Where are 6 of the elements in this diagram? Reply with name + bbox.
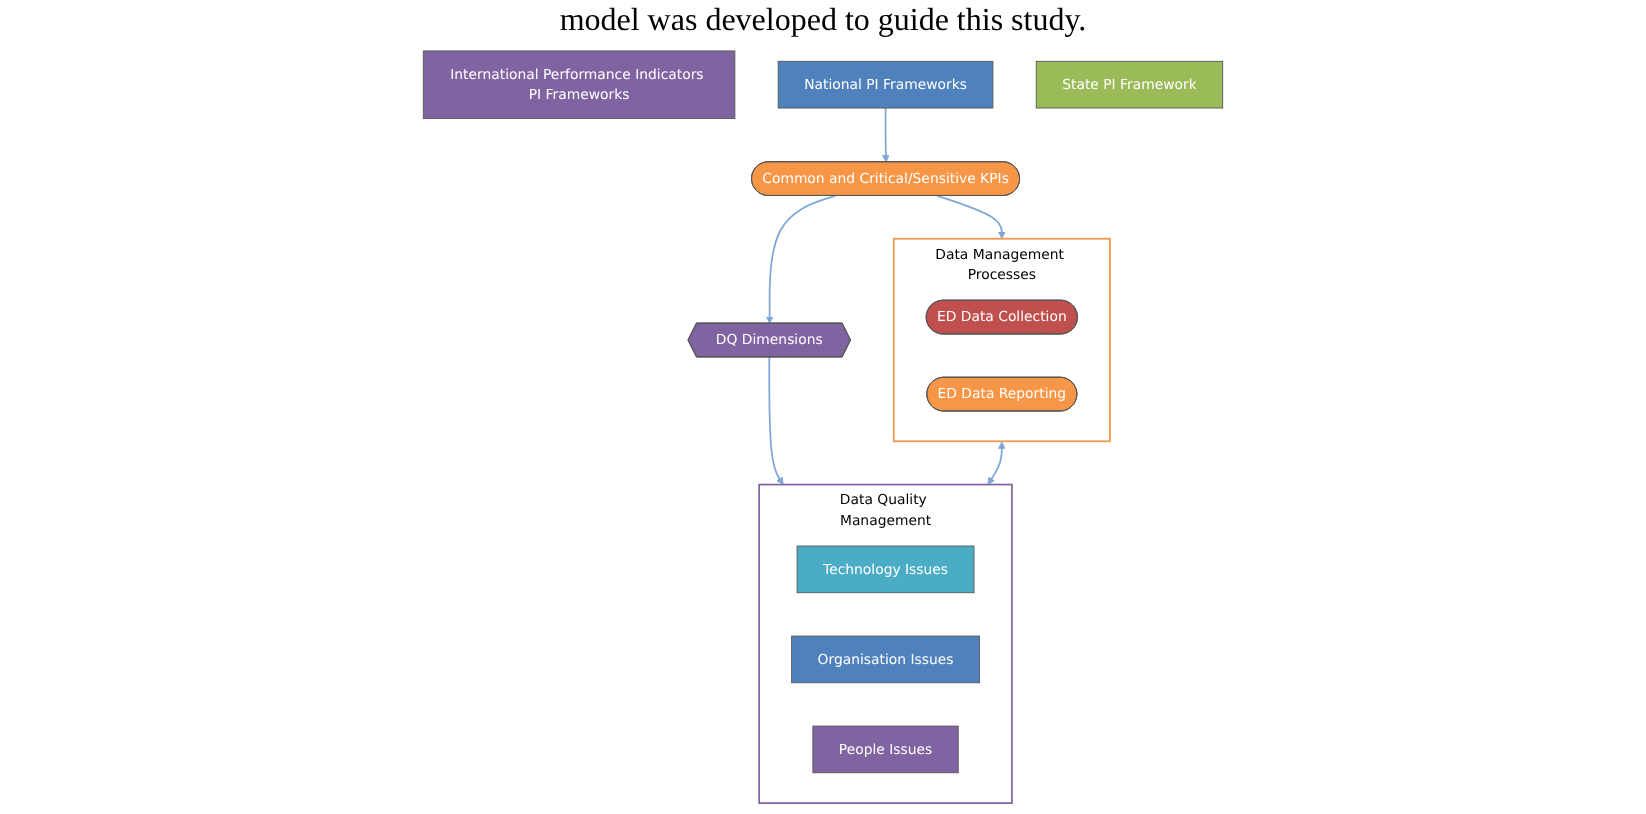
- note-text: model was developed to guide this study.: [559, 4, 1087, 38]
- arrow: [987, 441, 1006, 485]
- arrow: [935, 194, 1006, 240]
- arrow: [765, 195, 836, 324]
- arrow: [882, 107, 890, 163]
- arrow: [768, 356, 784, 485]
